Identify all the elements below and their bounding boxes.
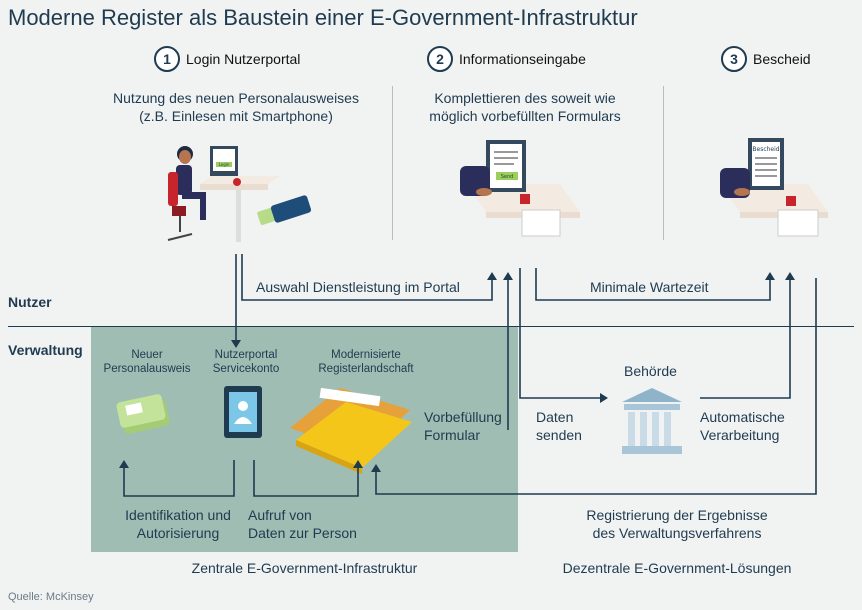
arrow-heads bbox=[119, 272, 795, 472]
label-register-1: Modernisierte bbox=[331, 349, 401, 361]
label-register-2: Registerlandschaft bbox=[318, 363, 414, 375]
step-1-label: Login Nutzerportal bbox=[186, 51, 301, 67]
label-automatische-verarbeitung: Automatische Verarbeitung bbox=[700, 408, 785, 444]
step-2-desc-line-1: Komplettieren des soweit wie bbox=[434, 90, 616, 106]
label-behoerde: Behörde bbox=[624, 363, 677, 379]
label-zentral: Zentrale E-Government-Infrastruktur bbox=[191, 560, 418, 576]
label-ident-1: Identifikation und bbox=[125, 507, 231, 523]
label-dezentral: Dezentrale E-Government-Lösungen bbox=[562, 560, 792, 576]
step-1-header: 1 Login Nutzerportal bbox=[154, 46, 300, 72]
step-2-description: Komplettieren des soweit wie möglich vor… bbox=[400, 89, 650, 125]
step-2-number: 2 bbox=[427, 46, 453, 72]
label-daten-2: senden bbox=[536, 427, 582, 443]
source-note: Quelle: McKinsey bbox=[8, 591, 94, 603]
label-ausweis-2: Personalausweis bbox=[103, 363, 191, 375]
label-aufruf-1: Aufruf von bbox=[248, 507, 312, 523]
label-ident-2: Autorisierung bbox=[136, 525, 220, 541]
flow-arrows bbox=[123, 254, 817, 497]
step-2-desc-line-2: möglich vorbefüllten Formulars bbox=[429, 108, 621, 124]
step-1-description: Nutzung des neuen Personalausweises (z.B… bbox=[90, 89, 382, 125]
label-wartezeit: Minimale Wartezeit bbox=[590, 279, 709, 295]
row-divider bbox=[8, 326, 854, 327]
label-regist-2: des Verwaltungsverfahrens bbox=[592, 525, 762, 541]
screen-bescheid-text: Bescheid bbox=[752, 146, 779, 153]
label-aufruf-2: Daten zur Person bbox=[248, 525, 357, 541]
step-2-label: Informationseingabe bbox=[459, 51, 586, 67]
step-3-number: 3 bbox=[721, 46, 747, 72]
form-entry-illustration: Send bbox=[460, 140, 580, 237]
id-card-icon bbox=[116, 394, 170, 434]
label-vorbefuellung-2: Formular bbox=[424, 427, 481, 443]
page-title: Moderne Register als Baustein einer E-Go… bbox=[8, 5, 638, 30]
label-personalausweis: Neuer Personalausweis bbox=[92, 348, 202, 376]
label-identifikation: Identifikation und Autorisierung bbox=[112, 506, 244, 542]
step-1-desc-line-2: (z.B. Einlesen mit Smartphone) bbox=[139, 108, 333, 124]
label-auto-1: Automatische bbox=[700, 409, 785, 425]
step-1-number: 1 bbox=[154, 46, 180, 72]
column-separator-1 bbox=[392, 86, 393, 240]
label-portal-2: Servicekonto bbox=[212, 363, 280, 375]
row-label-verwaltung: Verwaltung bbox=[8, 342, 83, 358]
label-nutzerportal: Nutzerportal Servicekonto bbox=[198, 348, 294, 376]
label-daten-1: Daten bbox=[536, 409, 574, 425]
user-at-desk-illustration: Login bbox=[167, 146, 312, 242]
label-vorbefuellung-1: Vorbefüllung bbox=[424, 409, 502, 425]
label-registrierung: Registrierung der Ergebnisse des Verwalt… bbox=[560, 506, 794, 542]
step-3-header: 3 Bescheid bbox=[721, 46, 811, 72]
row-label-nutzer: Nutzer bbox=[8, 294, 52, 310]
decision-illustration: Bescheid bbox=[720, 138, 828, 237]
portal-device-icon bbox=[224, 386, 262, 438]
label-regist-1: Registrierung der Ergebnisse bbox=[586, 507, 768, 523]
label-auswahl: Auswahl Dienstleistung im Portal bbox=[256, 279, 460, 295]
register-folder-icon bbox=[290, 387, 412, 474]
step-3-label: Bescheid bbox=[753, 51, 811, 67]
column-separator-2 bbox=[663, 86, 664, 240]
label-auto-2: Verarbeitung bbox=[700, 427, 780, 443]
authority-building-icon bbox=[622, 388, 682, 454]
label-vorbefuellung: Vorbefüllung Formular bbox=[424, 408, 502, 444]
label-ausweis-1: Neuer bbox=[131, 349, 163, 361]
screen-login-text: Login bbox=[219, 162, 230, 167]
screen-send-text: Send bbox=[501, 174, 514, 180]
label-registerlandschaft: Modernisierte Registerlandschaft bbox=[306, 348, 426, 376]
step-2-header: 2 Informationseingabe bbox=[427, 46, 586, 72]
label-aufruf: Aufruf von Daten zur Person bbox=[248, 506, 357, 542]
label-portal-1: Nutzerportal bbox=[214, 349, 278, 361]
label-daten-senden: Daten senden bbox=[536, 408, 582, 444]
step-1-desc-line-1: Nutzung des neuen Personalausweises bbox=[113, 90, 359, 106]
